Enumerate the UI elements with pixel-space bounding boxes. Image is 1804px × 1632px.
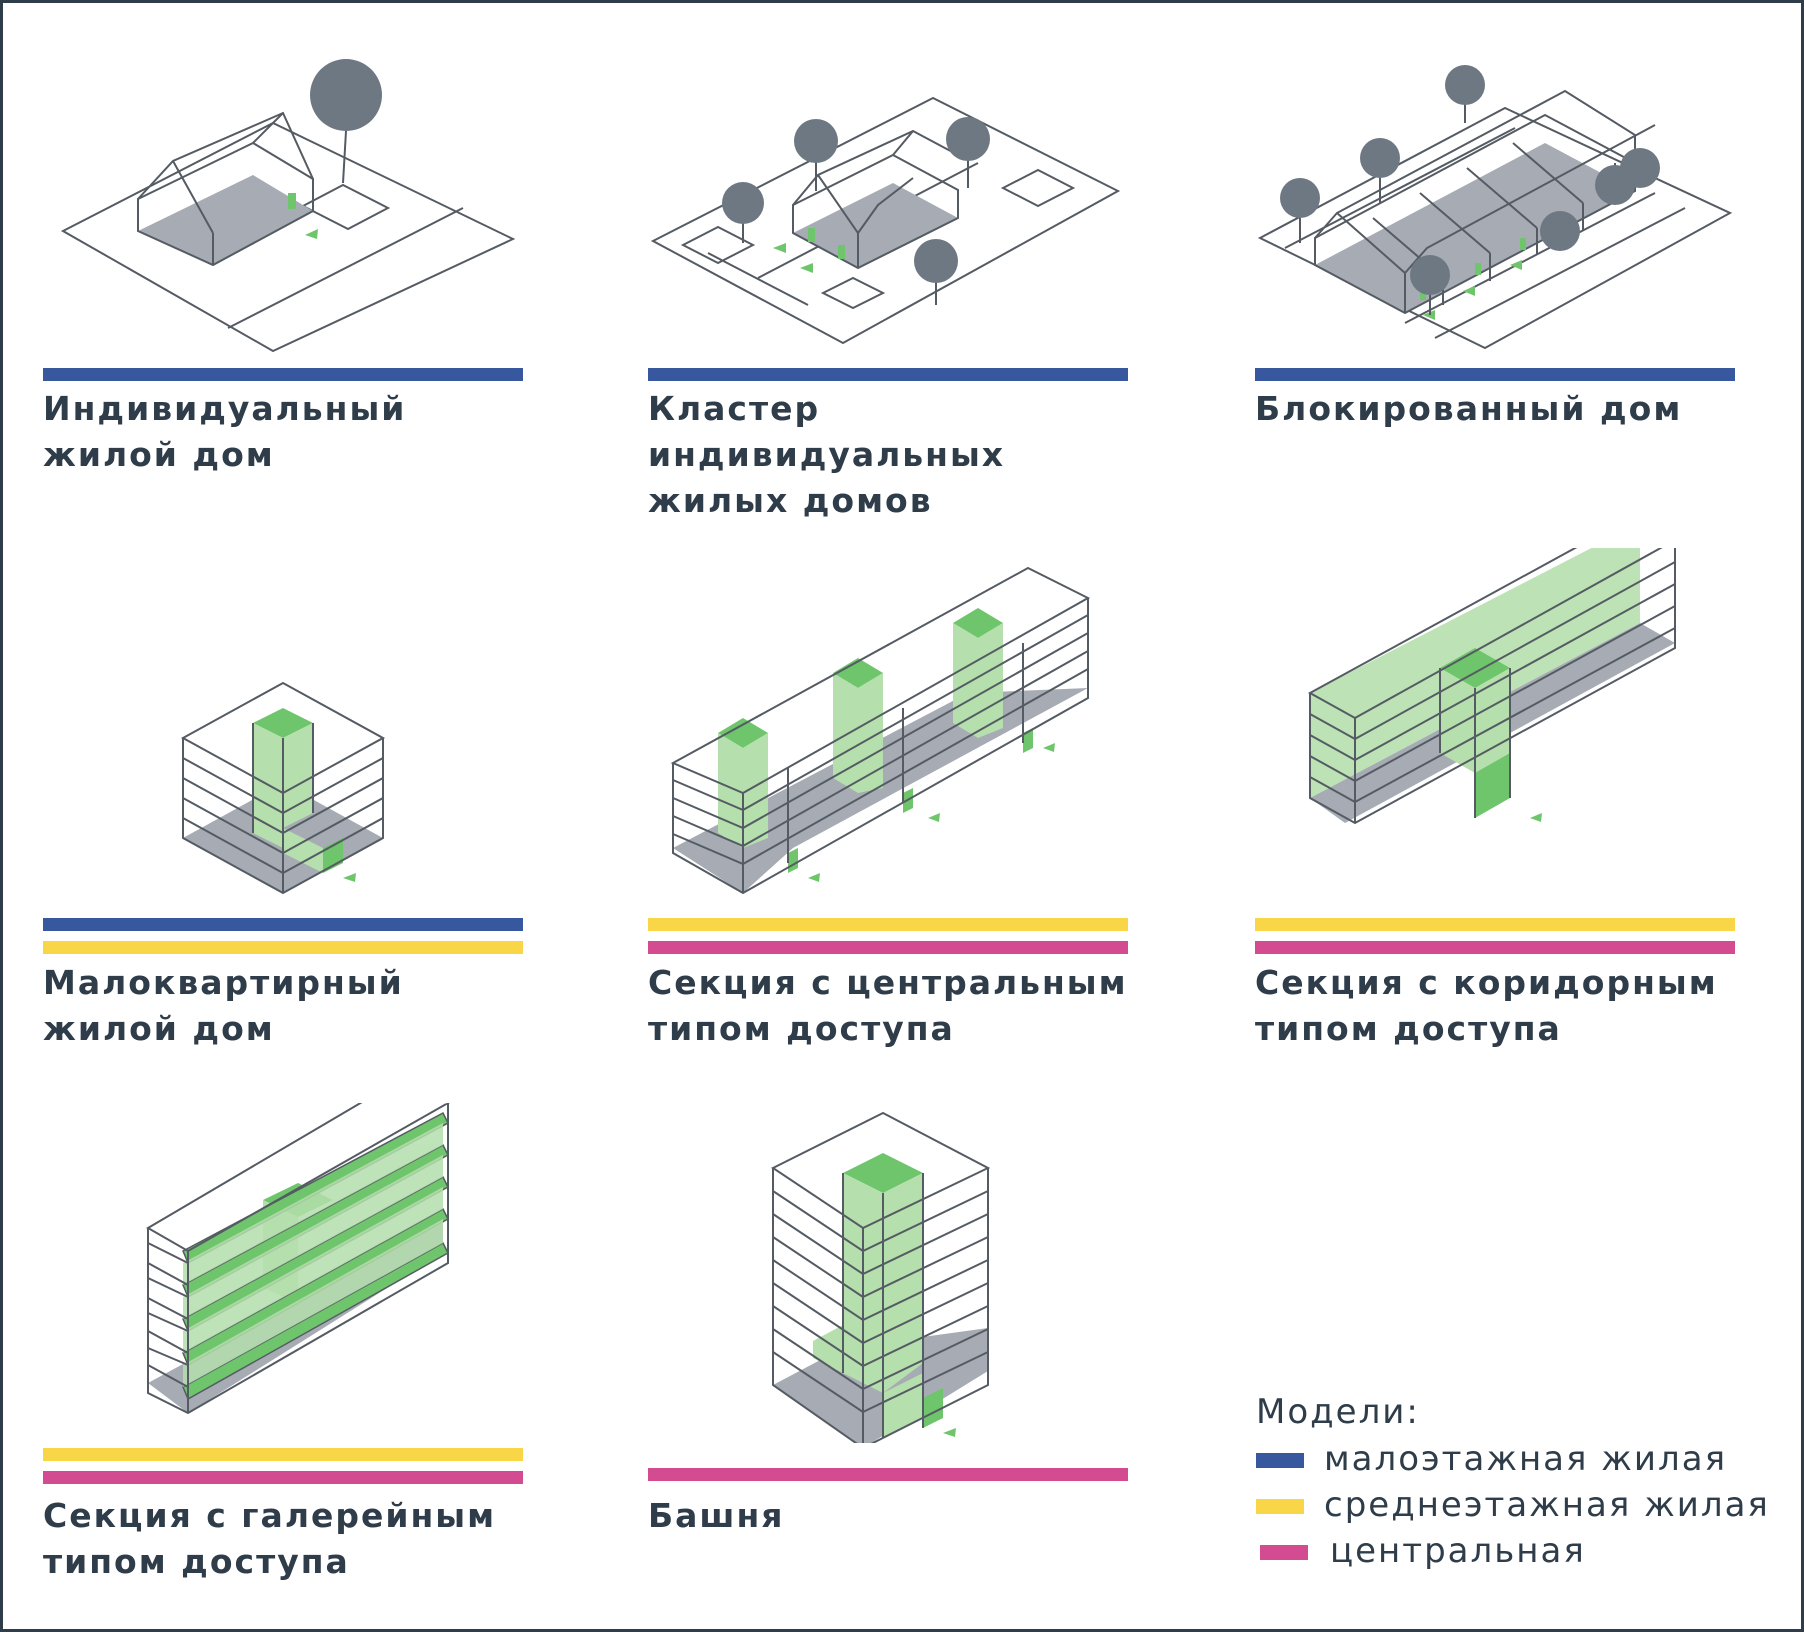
type-card-house-cluster: Кластер индивидуальных жилых домов xyxy=(648,43,1128,523)
model-bar-central xyxy=(1255,941,1735,954)
type-title: Секция с коридорным типом доступа xyxy=(1255,963,1718,1048)
legend-swatch xyxy=(1256,1453,1304,1468)
model-bar-central xyxy=(648,941,1128,954)
type-card-tower: Башня xyxy=(648,1103,1128,1583)
row-house-icon xyxy=(1257,65,1733,350)
type-card-row-house: Блокированный дом xyxy=(1255,43,1735,503)
type-card-corridor-access-section: Секция с коридорным типом доступа xyxy=(1255,548,1735,1048)
legend-swatch xyxy=(1260,1545,1308,1560)
tower-icon xyxy=(771,1111,991,1443)
legend-swatch xyxy=(1256,1499,1304,1514)
central-access-section-icon xyxy=(670,566,1091,895)
model-bar-mid-rise xyxy=(43,941,523,954)
legend-item-central: центральная xyxy=(1256,1528,1796,1574)
legend-label: центральная xyxy=(1330,1531,1586,1571)
type-title: Блокированный дом xyxy=(1255,389,1683,428)
model-bar-low-rise xyxy=(43,918,523,931)
individual-house-icon xyxy=(60,59,516,353)
type-title: Индивидуальный жилой дом xyxy=(43,389,407,474)
small-apartment-building-icon xyxy=(180,681,386,895)
model-bar-mid-rise xyxy=(43,1448,523,1461)
type-card-gallery-access-section: Секция с галерейным типом доступа xyxy=(43,1103,523,1583)
legend: Модели: малоэтажная жилая среднеэтажная … xyxy=(1256,1388,1796,1574)
corridor-access-section-icon xyxy=(1307,548,1676,825)
legend-item-mid-rise: среднеэтажная жилая xyxy=(1256,1482,1796,1528)
type-card-small-apartment-building: Малоквартирный жилой дом xyxy=(43,548,523,1048)
type-title: Кластер индивидуальных жилых домов xyxy=(648,389,1006,520)
type-title: Башня xyxy=(648,1496,785,1535)
legend-label: среднеэтажная жилая xyxy=(1324,1485,1770,1525)
type-title: Секция с центральным типом доступа xyxy=(648,963,1128,1048)
legend-item-low-rise: малоэтажная жилая xyxy=(1256,1436,1796,1482)
model-bar-low-rise xyxy=(43,368,523,381)
gallery-access-section-icon xyxy=(146,1103,451,1415)
type-card-individual-house: Индивидуальный жилой дом xyxy=(43,43,523,503)
model-bar-mid-rise xyxy=(648,918,1128,931)
legend-title: Модели: xyxy=(1256,1392,1420,1432)
type-card-central-access-section: Секция с центральным типом доступа xyxy=(648,548,1128,1048)
model-bar-central xyxy=(43,1471,523,1484)
model-bar-low-rise xyxy=(648,368,1128,381)
legend-label: малоэтажная жилая xyxy=(1324,1439,1728,1479)
model-bar-central xyxy=(648,1468,1128,1481)
type-title: Секция с галерейным типом доступа xyxy=(43,1496,497,1581)
model-bar-low-rise xyxy=(1255,368,1735,381)
type-title: Малоквартирный жилой дом xyxy=(43,963,404,1048)
house-cluster-icon xyxy=(650,96,1121,345)
model-bar-mid-rise xyxy=(1255,918,1735,931)
